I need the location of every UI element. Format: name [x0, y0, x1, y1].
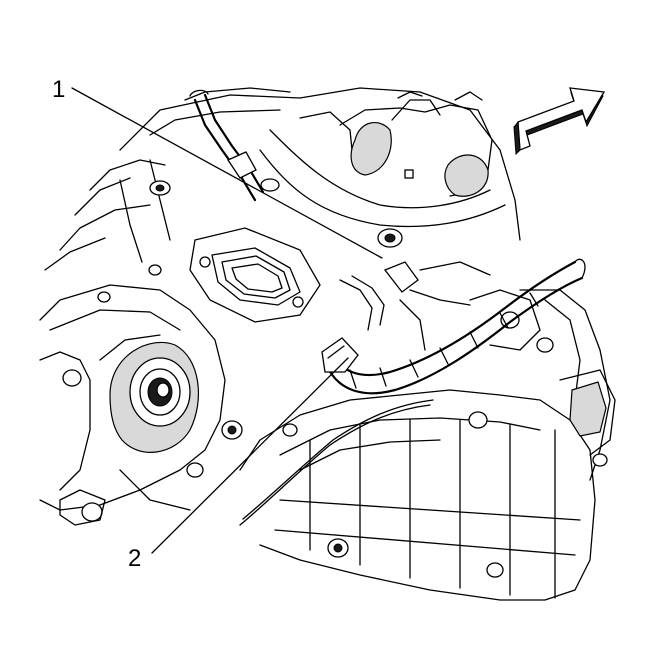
engine-upper-block	[44, 87, 521, 271]
exhaust-manifold-flange	[189, 227, 321, 323]
oil-level-indicator-tube	[321, 258, 586, 395]
engine-mount-bracket	[339, 91, 493, 197]
front-direction-arrow-icon	[513, 87, 606, 156]
transmission-bell-housing	[39, 284, 243, 526]
manifold-bolts	[97, 178, 403, 303]
dipstick-tube-top	[189, 89, 265, 202]
callout-1: 1	[52, 76, 65, 103]
callout-2: 2	[128, 545, 141, 572]
callout-leaders	[71, 87, 383, 554]
harness-wire	[239, 261, 471, 526]
oil-pan	[239, 389, 596, 601]
engine-block-right	[419, 261, 616, 481]
